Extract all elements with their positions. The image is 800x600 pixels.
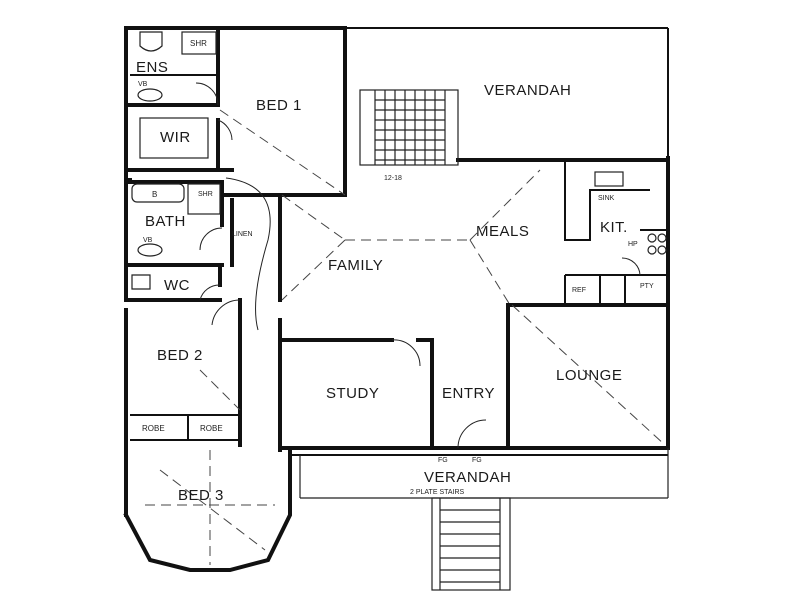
label-study: STUDY [326, 385, 379, 402]
label-entry: ENTRY [442, 385, 495, 402]
label-bed2: BED 2 [157, 347, 203, 364]
label-bed1: BED 1 [256, 97, 302, 114]
label-fg-2: FG [472, 457, 482, 464]
ceiling-lines [145, 109, 666, 565]
label-kit: KIT. [600, 219, 628, 236]
label-kit-sink: SINK [598, 195, 615, 202]
fixtures [131, 31, 667, 290]
label-robe-2: ROBE [200, 424, 223, 433]
label-stair-note: 12-18 [384, 175, 402, 182]
label-kit-pty: PTY [640, 283, 654, 290]
label-robe-1: ROBE [142, 424, 165, 433]
label-verandah-note: 2 PLATE STAIRS [410, 489, 465, 496]
label-family: FAMILY [328, 257, 383, 274]
label-wir: WIR [160, 129, 191, 146]
label-ens: ENS [136, 59, 168, 76]
label-ens-shr: SHR [190, 39, 207, 48]
label-verandah-top: VERANDAH [484, 82, 571, 99]
rear-stairs [359, 89, 459, 166]
label-verandah-front: VERANDAH [424, 469, 511, 486]
label-ens-vb: VB [138, 81, 148, 88]
label-bed3: BED 3 [178, 487, 224, 504]
label-bath-b: B [152, 190, 157, 199]
room-labels: ENS SHR VB BED 1 VERANDAH WIR 12-18 BATH… [136, 39, 654, 504]
label-kit-ref: REF [572, 287, 586, 294]
label-fg-1: FG [438, 457, 448, 464]
label-linen: LINEN [232, 231, 253, 238]
label-kit-hp: HP [628, 241, 638, 248]
front-steps [431, 497, 511, 591]
door-swings [195, 82, 641, 449]
label-wc: WC [164, 277, 190, 294]
label-bath: BATH [145, 213, 186, 230]
label-bath-shr: SHR [198, 191, 213, 198]
label-meals: MEALS [476, 223, 529, 240]
label-bath-vb: VB [143, 237, 153, 244]
label-lounge: LOUNGE [556, 367, 622, 384]
internal-walls [128, 26, 670, 452]
